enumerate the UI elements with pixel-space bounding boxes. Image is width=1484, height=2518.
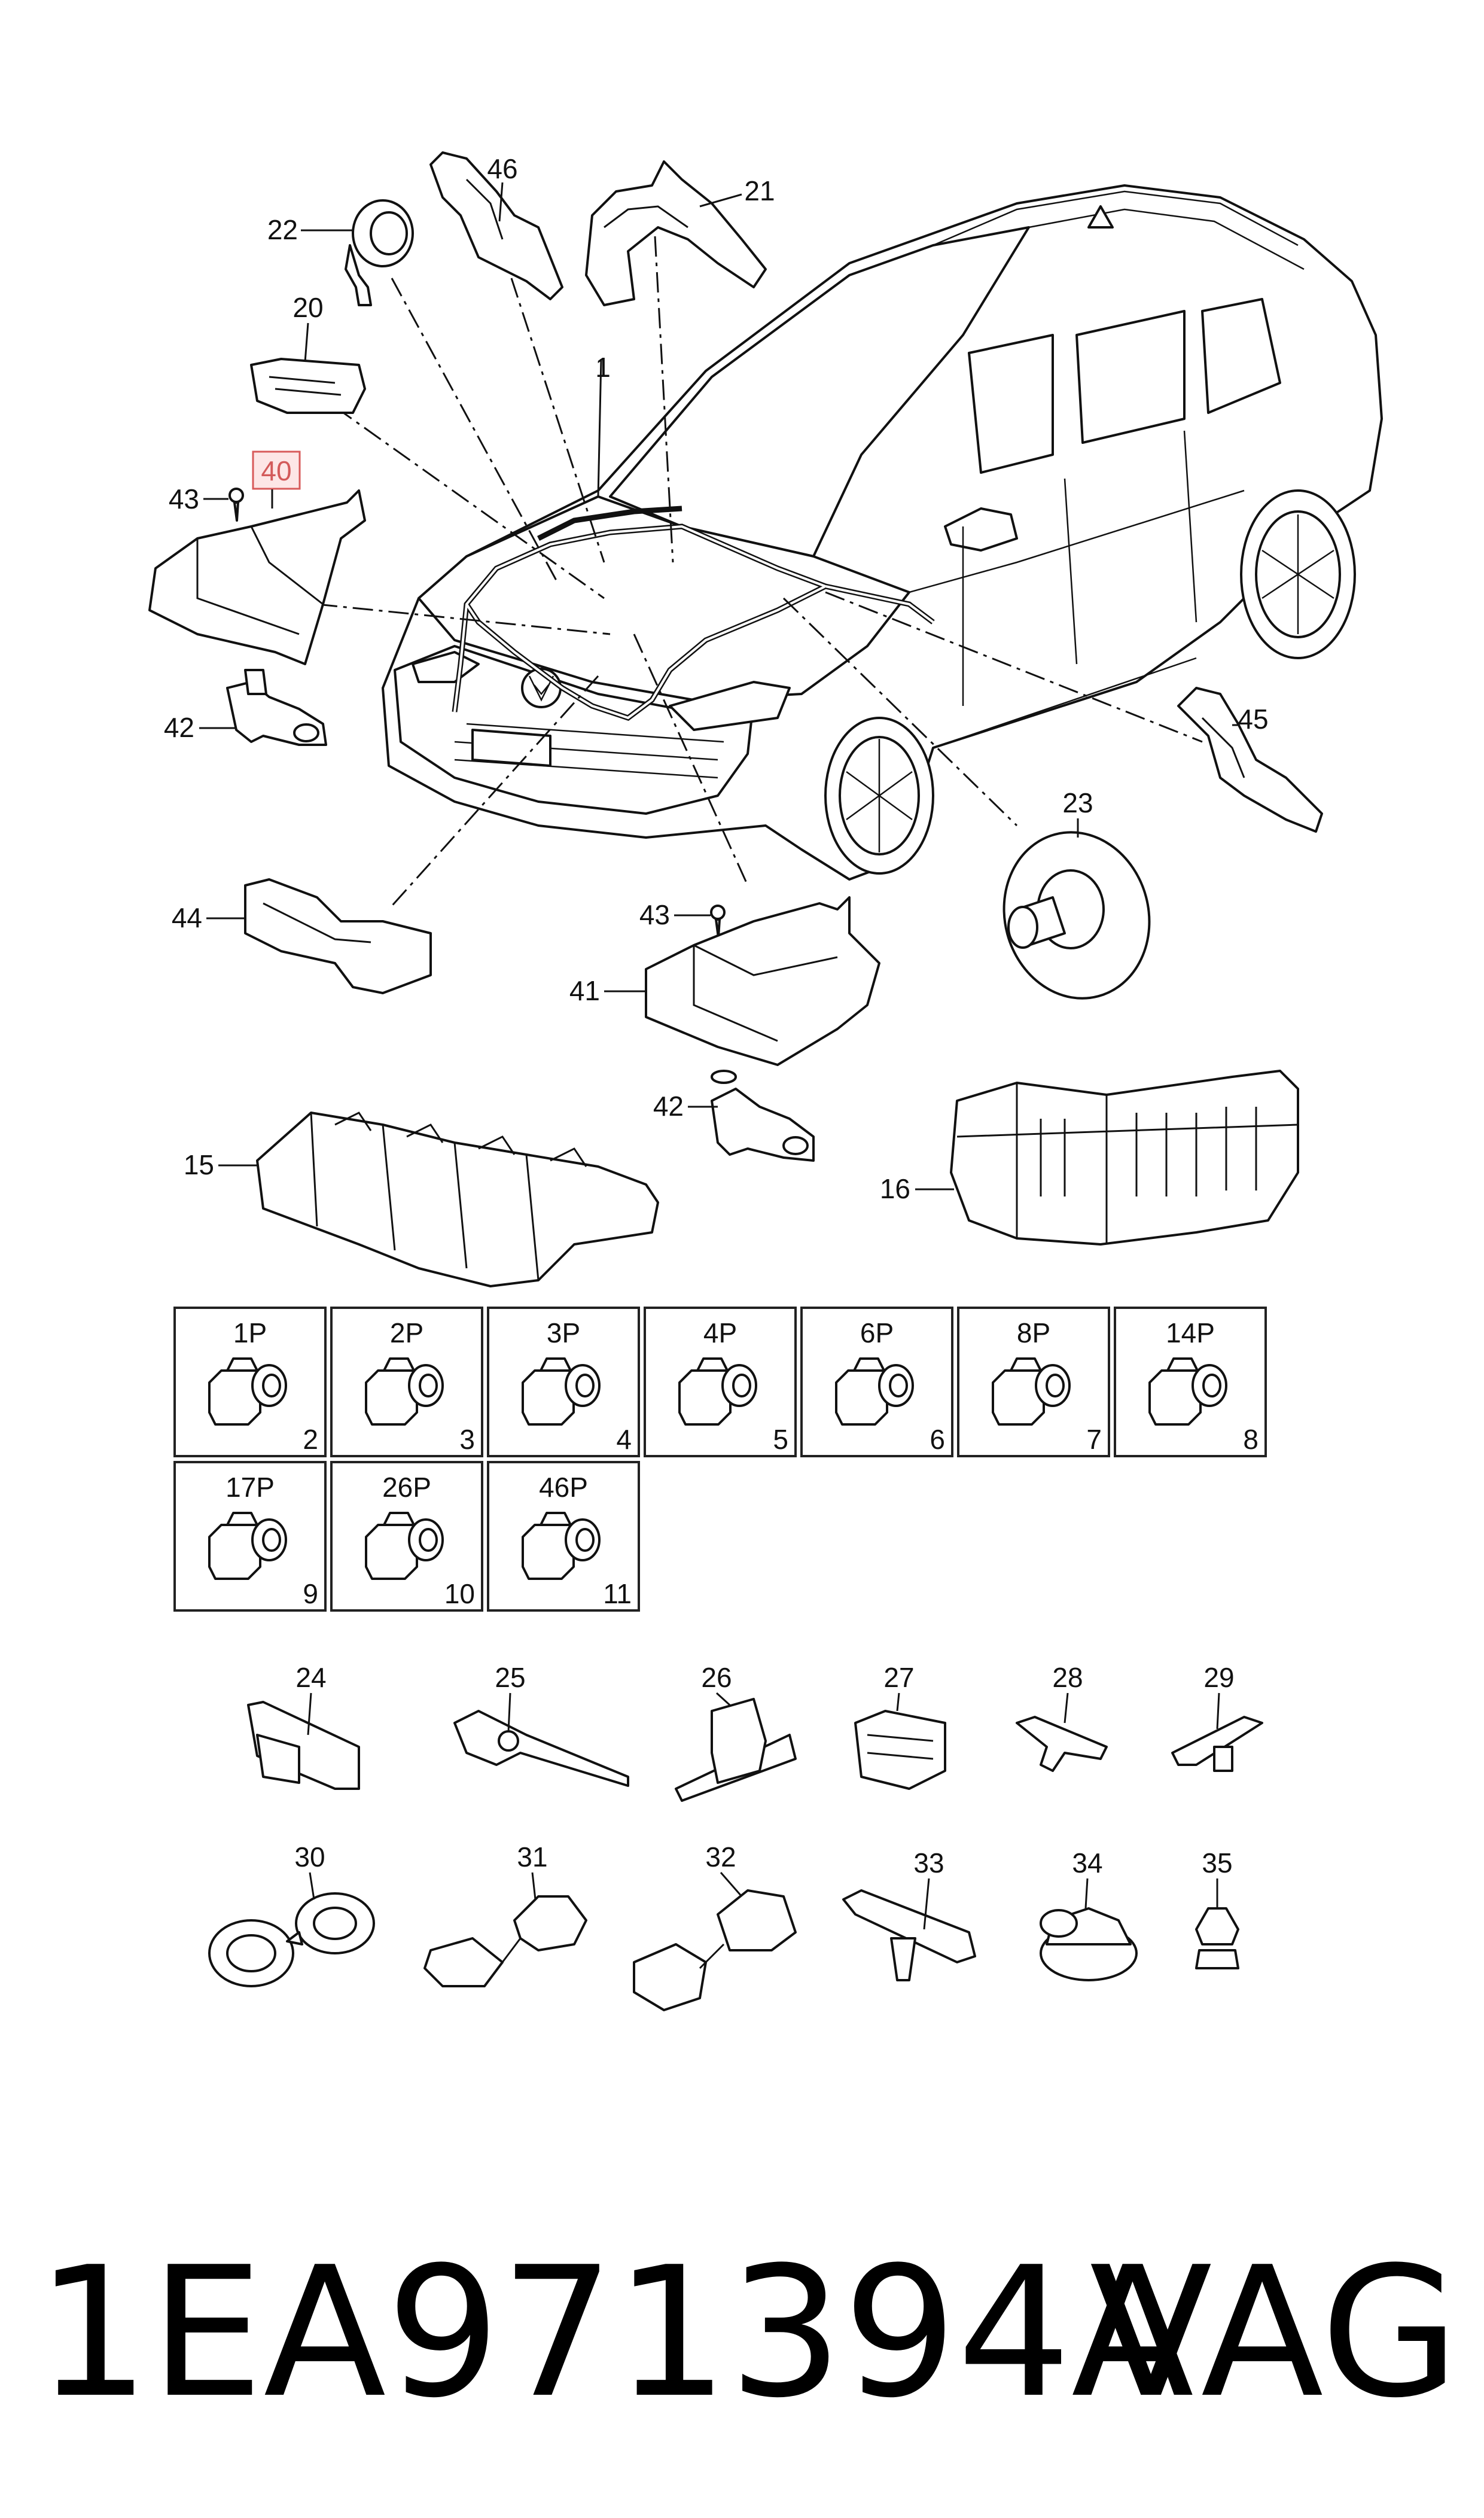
connector-table: 1P 2 2P 3 3P 4 4P 5 6P 6 8P 7 14P 8 17P 9 26P 10 46P 11 — [173, 1307, 1267, 1612]
connector-pin-count: 8P — [1017, 1317, 1050, 1348]
connector-cell: 3P 4 — [487, 1307, 640, 1457]
connector-ref: 2 — [303, 1424, 318, 1455]
callout-27: 27 — [883, 1662, 914, 1693]
part-number: 1EA971394A — [36, 2228, 1194, 2437]
callout-41: 41 — [569, 975, 600, 1006]
connector-cell: 8P 7 — [957, 1307, 1110, 1457]
connector-ref: 7 — [1086, 1424, 1102, 1455]
callout-24: 24 — [295, 1662, 326, 1693]
leader-lines — [316, 236, 1203, 911]
part-30-holder — [208, 1892, 375, 1987]
part-35-nut — [1195, 1907, 1239, 1969]
connector-ref: 6 — [930, 1424, 945, 1455]
part-42-clip-left — [226, 669, 327, 746]
callout-1: 1 — [595, 352, 611, 383]
connector-cell: 2P 3 — [330, 1307, 483, 1457]
part-41-tray — [645, 896, 880, 1066]
part-34-grommet — [1040, 1907, 1138, 1981]
callout-28: 28 — [1052, 1662, 1083, 1693]
callout-labels: 1 22 46 21 20 40 43 42 45 23 44 43 41 42… — [164, 153, 1269, 1930]
part-21-bracket — [585, 160, 767, 306]
callout-45: 45 — [1238, 704, 1268, 735]
part-28-clip — [1016, 1716, 1108, 1772]
connector-cell: 26P 10 — [330, 1461, 483, 1612]
connector-cell: 1P 2 — [173, 1307, 327, 1457]
callout-29: 29 — [1203, 1662, 1234, 1693]
part-27-clip — [854, 1710, 946, 1790]
part-25-cable-tie — [453, 1710, 629, 1787]
part-43-screw-center — [710, 905, 726, 939]
vehicle-illustration — [382, 184, 1383, 881]
callout-43-left: 43 — [169, 483, 199, 514]
part-43-screw-left — [228, 488, 244, 522]
part-15-fuse-holder — [256, 1112, 659, 1287]
connector-pin-count: 3P — [547, 1317, 580, 1348]
callout-31: 31 — [517, 1841, 547, 1872]
connector-pin-count: 1P — [233, 1317, 267, 1348]
connector-cell: 4P 5 — [644, 1307, 797, 1457]
callout-42-left: 42 — [164, 712, 194, 743]
callout-20: 20 — [292, 292, 323, 323]
part-16-fuse-box — [950, 1070, 1299, 1246]
callout-35: 35 — [1202, 1847, 1232, 1878]
part-24-clip — [247, 1701, 360, 1790]
wiring-harness — [452, 506, 935, 721]
part-26-clip — [675, 1698, 797, 1802]
callout-25: 25 — [495, 1662, 525, 1693]
callout-46: 46 — [487, 153, 517, 184]
callout-23: 23 — [1062, 787, 1093, 818]
callout-40-highlight: 40 — [252, 450, 301, 490]
callout-30: 30 — [294, 1841, 325, 1872]
connector-cell: 6P 6 — [800, 1307, 953, 1457]
connector-ref: 4 — [616, 1424, 632, 1455]
connector-pin-count: 4P — [703, 1317, 737, 1348]
connector-cell: 46P 11 — [487, 1461, 640, 1612]
callout-22: 22 — [267, 214, 298, 245]
connector-cell: 14P 8 — [1114, 1307, 1267, 1457]
part-45-bracket — [1177, 687, 1323, 833]
part-42-clip-center — [711, 1070, 815, 1162]
part-33-clip — [842, 1889, 976, 1981]
callout-15: 15 — [184, 1149, 214, 1180]
connector-pin-count: 46P — [539, 1472, 588, 1503]
parts-diagram: 1 22 46 21 20 40 43 42 45 23 44 43 41 42… — [148, 151, 1383, 2011]
part-40-tray — [148, 489, 366, 665]
part-44-bracket — [244, 878, 432, 994]
callout-34: 34 — [1072, 1847, 1102, 1878]
part-46-bracket — [429, 151, 563, 300]
connector-ref: 3 — [459, 1424, 475, 1455]
connector-pin-count: 2P — [390, 1317, 423, 1348]
part-22-grommet — [345, 199, 414, 306]
connector-pin-count: 14P — [1166, 1317, 1215, 1348]
callout-16: 16 — [880, 1173, 910, 1204]
footer: 1EA971394A VAG — [36, 2225, 1459, 2441]
callout-26: 26 — [701, 1662, 732, 1693]
connector-pin-count: 17P — [226, 1472, 275, 1503]
part-32-holder — [633, 1889, 797, 2011]
brand-name: VAG — [1089, 2228, 1459, 2437]
connector-ref: 10 — [444, 1578, 475, 1609]
callout-42-center: 42 — [653, 1091, 684, 1122]
part-31-holder — [423, 1895, 587, 1987]
part-29-clip — [1171, 1716, 1263, 1772]
connector-pin-count: 26P — [382, 1472, 431, 1503]
callout-44: 44 — [172, 902, 202, 933]
connector-ref: 8 — [1243, 1424, 1258, 1455]
connector-pin-count: 6P — [860, 1317, 894, 1348]
connector-ref: 5 — [773, 1424, 788, 1455]
callout-40: 40 — [261, 455, 291, 486]
callout-21: 21 — [744, 175, 775, 206]
part-20-connector — [250, 358, 366, 414]
callout-43-center: 43 — [639, 899, 670, 930]
part-23-grommet — [1002, 831, 1151, 1000]
callout-32: 32 — [705, 1841, 736, 1872]
connector-ref: 9 — [303, 1578, 318, 1609]
connector-ref: 11 — [603, 1578, 632, 1609]
callout-33: 33 — [913, 1847, 944, 1878]
connector-cell: 17P 9 — [173, 1461, 327, 1612]
